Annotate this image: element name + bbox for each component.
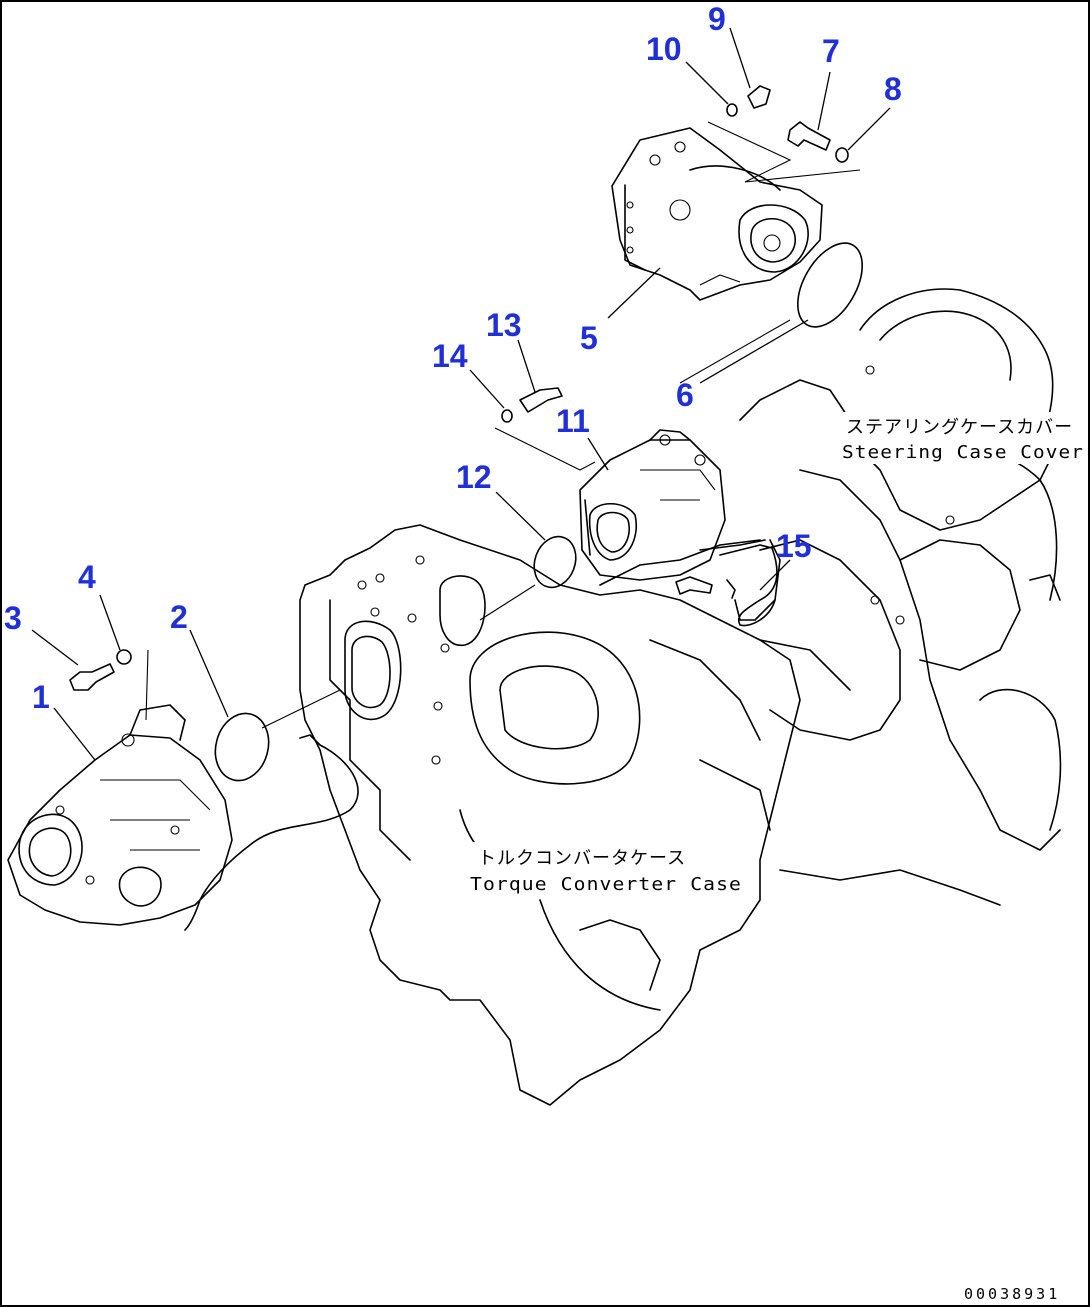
label-backdrop-steering xyxy=(838,412,1088,464)
steering-case-cover-label-en: Steering Case Cover xyxy=(842,442,1084,463)
label-backdrop-torque xyxy=(468,842,748,894)
washer-part-4 xyxy=(116,649,132,665)
callouts: 1 2 3 4 5 6 7 8 9 10 11 12 13 14 15 xyxy=(4,1,902,715)
callout-8: 8 xyxy=(884,71,902,107)
o-ring-part-2 xyxy=(214,712,270,782)
callout-5: 5 xyxy=(580,320,598,356)
pump-part-1 xyxy=(7,704,233,926)
pump-part-11 xyxy=(579,429,781,621)
callout-3: 3 xyxy=(4,600,22,636)
sensor-wire-lower xyxy=(184,734,359,931)
torque-converter-case-drawing xyxy=(299,524,801,1106)
plug-part-9 xyxy=(747,85,771,109)
callout-6: 6 xyxy=(676,377,694,413)
bolt-part-3 xyxy=(69,663,115,691)
alignment-line-6 xyxy=(679,319,791,384)
callout-15: 15 xyxy=(776,528,812,564)
callout-12: 12 xyxy=(456,459,492,495)
torque-converter-case-label-jp: トルクコンバータケース xyxy=(478,848,686,869)
callout-11: 11 xyxy=(556,403,590,439)
washer-part-14 xyxy=(501,409,513,423)
callout-14: 14 xyxy=(432,338,468,374)
case-labels: ステアリングケースカバー Steering Case Cover トルクコンバー… xyxy=(468,412,1088,895)
bolt-part-7 xyxy=(787,121,831,151)
pump-part-5 xyxy=(611,127,823,301)
callout-9: 9 xyxy=(708,1,726,37)
washer-part-8 xyxy=(835,147,849,163)
steering-case-cover-label-jp: ステアリングケースカバー xyxy=(846,417,1073,438)
callout-7: 7 xyxy=(822,33,840,69)
callout-2: 2 xyxy=(170,599,188,635)
callout-4: 4 xyxy=(78,559,96,595)
assembly-line-lower xyxy=(145,649,149,721)
leader-lines xyxy=(31,27,891,761)
callout-13: 13 xyxy=(486,307,522,343)
assembly-line-middle xyxy=(494,427,596,471)
document-number: 00038931 xyxy=(964,1285,1060,1303)
alignment-line-2 xyxy=(261,689,341,729)
alignment-line-12 xyxy=(479,584,536,621)
torque-converter-case-label-en: Torque Converter Case xyxy=(470,874,742,895)
bolt-part-13 xyxy=(519,387,563,413)
ring-part-10 xyxy=(726,103,738,117)
o-ring-part-12 xyxy=(533,535,577,589)
callout-10: 10 xyxy=(646,31,682,67)
o-ring-part-6 xyxy=(797,242,863,328)
assembly-line-top xyxy=(707,121,861,183)
callout-1: 1 xyxy=(32,679,50,715)
sensor-wire-part-15 xyxy=(719,544,778,627)
